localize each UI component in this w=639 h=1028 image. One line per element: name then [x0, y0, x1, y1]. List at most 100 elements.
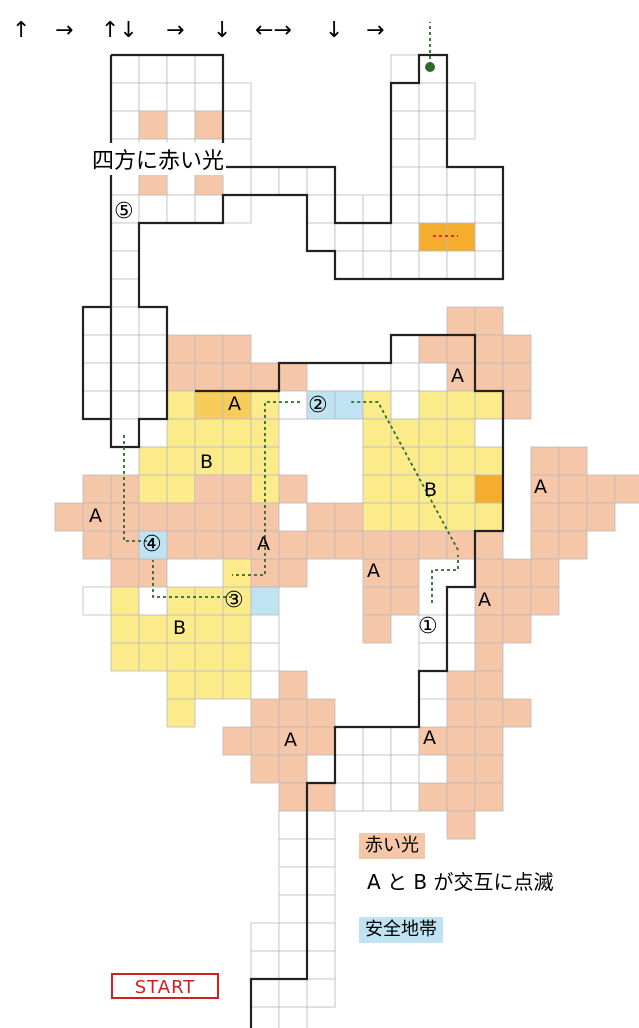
map-tile [390, 530, 420, 560]
map-tile [250, 922, 280, 952]
map-tile [418, 446, 448, 476]
zone-label-b: B [424, 479, 438, 501]
map-tile [194, 530, 224, 560]
map-tile [222, 614, 252, 644]
route-line [152, 560, 232, 598]
map-tile [446, 166, 476, 196]
map-tile [474, 474, 504, 504]
map-tile [222, 586, 252, 616]
route-arrow-row: ↑ → ↑↓ → ↓ ←→ ↓ → [0, 18, 420, 48]
map-tile [110, 362, 140, 392]
marker-4: ④ [142, 532, 162, 557]
start-marker: START [111, 973, 219, 999]
map-tile [306, 502, 336, 532]
map-tile [166, 110, 196, 140]
map-tile [194, 474, 224, 504]
map-tile [334, 222, 364, 252]
map-tile [138, 82, 168, 112]
map-tile [222, 138, 252, 168]
map-tile [474, 250, 504, 280]
map-tile [250, 978, 280, 1008]
map-tile [110, 250, 140, 280]
map-tile [446, 110, 476, 140]
map-tile [362, 390, 392, 420]
zone-label-a: A [89, 505, 102, 527]
route-line [431, 555, 459, 603]
map-tile [362, 474, 392, 504]
map-tile [110, 278, 140, 308]
map-tile [334, 726, 364, 756]
map-tile [110, 614, 140, 644]
map-tile [194, 586, 224, 616]
map-tile [306, 810, 336, 840]
map-tile [166, 698, 196, 728]
map-tile [138, 614, 168, 644]
map-tile [474, 670, 504, 700]
map-tile [194, 110, 224, 140]
map-tile [418, 418, 448, 448]
map-tile [474, 698, 504, 728]
arrow-right-icon: → [166, 18, 185, 43]
map-tile [82, 586, 112, 616]
map-tile [306, 754, 336, 784]
map-tile [418, 82, 448, 112]
zone-label-a: A [284, 729, 297, 751]
map-tile [334, 250, 364, 280]
map-tile [418, 334, 448, 364]
map-tile [82, 306, 112, 336]
map-tile [390, 222, 420, 252]
map-tile [474, 754, 504, 784]
map-tile [390, 754, 420, 784]
map-tile [110, 502, 140, 532]
map-tile [586, 474, 616, 504]
legend-alternate-text: A と B が交互に点滅 [367, 870, 554, 894]
map-tile [194, 502, 224, 532]
map-tile [334, 782, 364, 812]
map-tile [362, 194, 392, 224]
map-tile [390, 474, 420, 504]
map-tile [306, 222, 336, 252]
map-tile [306, 194, 336, 224]
map-tile [390, 54, 420, 84]
arrow-right-icon: → [55, 18, 74, 43]
zone-label-a: A [367, 560, 380, 582]
map-tile [530, 502, 560, 532]
map-tile [446, 446, 476, 476]
map-tile [110, 54, 140, 84]
map-tile [222, 502, 252, 532]
map-tile [166, 418, 196, 448]
map-tile [502, 334, 532, 364]
map-tile [474, 782, 504, 812]
map-tile [418, 390, 448, 420]
map-tile [502, 614, 532, 644]
map-tile [250, 362, 280, 392]
zone-label-b: B [200, 451, 214, 473]
map-tile [446, 670, 476, 700]
map-tile [362, 418, 392, 448]
map-tile [306, 978, 336, 1008]
map-tile [306, 166, 336, 196]
map-tile [194, 642, 224, 672]
map-tile [474, 194, 504, 224]
map-tile [278, 782, 308, 812]
map-tile [446, 782, 476, 812]
map-tile [446, 726, 476, 756]
map-tile [222, 194, 252, 224]
map-tile [558, 446, 588, 476]
map-tile [390, 558, 420, 588]
map-tile [446, 194, 476, 224]
map-tile [446, 586, 476, 616]
map-tile [474, 306, 504, 336]
wall-outline [195, 333, 505, 1028]
map-tile [222, 390, 252, 420]
map-tile [474, 418, 504, 448]
map-tile [222, 474, 252, 504]
map-tile [418, 166, 448, 196]
map-tile [166, 642, 196, 672]
map-tile [418, 530, 448, 560]
map-tile [166, 390, 196, 420]
map-tile [250, 642, 280, 672]
arrow-right-icon: → [366, 18, 385, 43]
